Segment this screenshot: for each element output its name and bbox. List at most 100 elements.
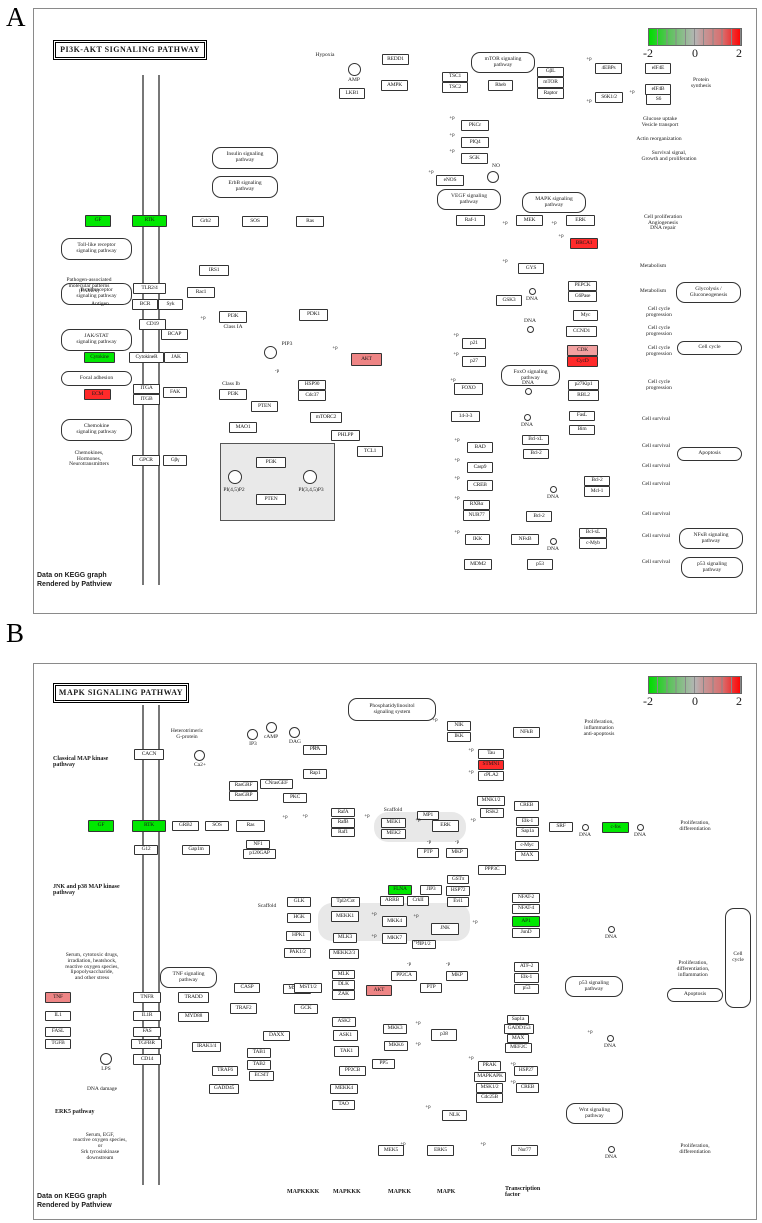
node-gpcr[interactable]: GPCR — [132, 455, 160, 466]
node-fasl[interactable]: FASL — [45, 1027, 71, 1037]
node-glk[interactable]: GLK — [287, 897, 311, 907]
node-fas[interactable]: FAS — [133, 1027, 161, 1037]
node-grb2[interactable]: Grb2 — [192, 216, 219, 227]
node-nur77[interactable]: Nur77 — [511, 1145, 538, 1156]
node-cdc25b[interactable]: Cdc25B — [476, 1093, 503, 1103]
node-erk[interactable]: ERK — [432, 820, 459, 832]
node-arrb[interactable]: ARRB — [380, 896, 404, 906]
node-apoptosis[interactable]: Apoptosis — [677, 447, 742, 461]
node-toll-like-receptor-signaling-pathway[interactable]: Toll-like receptor signaling pathway — [61, 238, 132, 260]
node-bim[interactable]: Bim — [569, 425, 595, 435]
node-rbl2[interactable]: RBL2 — [568, 390, 599, 401]
node-tsc1[interactable]: TSC1 — [442, 72, 468, 82]
node-grb2[interactable]: GRB2 — [172, 821, 199, 831]
node-lkb1[interactable]: LKB1 — [339, 88, 365, 99]
node-g6pase[interactable]: G6Pase — [568, 291, 597, 302]
node-s6[interactable]: S6 — [646, 94, 671, 105]
node-tau[interactable]: Tau — [478, 749, 504, 759]
node-chemokine-signaling-pathway[interactable]: Chemokine signaling pathway — [61, 419, 132, 441]
node-jnk[interactable]: JNK — [431, 923, 459, 935]
node-p120gap[interactable]: p120GAP — [243, 849, 276, 859]
node-rxr[interactable]: RXRα — [463, 500, 490, 510]
node-gck[interactable]: GCK — [294, 1004, 318, 1014]
node-nur77[interactable]: NUR77 — [463, 510, 490, 521]
node-pi3k[interactable]: PI3K — [219, 389, 247, 400]
node-traf6[interactable]: TRAF6 — [212, 1066, 238, 1076]
node-pi3k[interactable]: PI3K — [219, 311, 247, 323]
node-mkp[interactable]: MKP — [446, 971, 468, 981]
node-gsk3[interactable]: GSK3 — [496, 295, 522, 306]
node-wnt-signaling-pathway[interactable]: Wnt signaling pathway — [566, 1103, 623, 1124]
node-piq4[interactable]: PIQ4 — [461, 137, 489, 148]
node-4ebps[interactable]: 4EBPs — [595, 63, 622, 74]
node-raf-1[interactable]: Raf-1 — [456, 215, 485, 226]
node-mst1-2[interactable]: MST1/2 — [294, 983, 322, 993]
node-foxo[interactable]: FOXO — [454, 383, 483, 395]
node-vegf-signaling-pathway[interactable]: VEGF signaling pathway — [437, 189, 501, 210]
node-pi3k-akt-signaling-pathway[interactable]: PI3K-AKT SIGNALING PATHWAY — [53, 40, 207, 60]
node-mlk3[interactable]: MLK3 — [333, 933, 357, 943]
node-mek1[interactable]: MEK1 — [381, 818, 406, 828]
node-tcl1[interactable]: TCL1 — [357, 446, 383, 457]
node-tradd[interactable]: TRADD — [178, 992, 209, 1003]
node-insulin-signaling-pathway[interactable]: Insulin signaling pathway — [212, 147, 278, 169]
node-mtor[interactable]: mTOR — [537, 77, 564, 88]
node-tgfbr[interactable]: TGFBR — [131, 1039, 162, 1049]
node-ecm[interactable]: ECM — [84, 389, 111, 400]
node-tak1[interactable]: TAK1 — [334, 1046, 359, 1057]
node-rasgrp[interactable]: RasGRP — [229, 791, 258, 801]
node-hgk[interactable]: HGK — [287, 913, 311, 923]
node-nik[interactable]: NIK — [447, 721, 471, 731]
node-phosphatidylinositol-signaling-system[interactable]: Phosphatidylinositol signaling system — [348, 698, 436, 721]
node-syk[interactable]: Syk — [158, 299, 183, 310]
node-ccnd1[interactable]: CCND1 — [566, 326, 597, 337]
node-g-l[interactable]: GβL — [537, 67, 564, 77]
node-akt[interactable]: AKT — [366, 985, 392, 996]
node-bcr[interactable]: BCR — [132, 299, 158, 310]
node-14-3-3[interactable]: 14-3-3 — [451, 411, 480, 422]
node-traf2[interactable]: TRAF2 — [230, 1003, 257, 1014]
node-p53[interactable]: p53 — [514, 984, 539, 994]
node-mapk-signaling-pathway[interactable]: MAPK signaling pathway — [522, 192, 586, 213]
node-cell-cycle[interactable]: Cell cycle — [677, 341, 742, 355]
node-il1[interactable]: IL1 — [45, 1011, 71, 1021]
node-cacn[interactable]: CACN — [134, 749, 164, 760]
node-itgb[interactable]: ITGB — [133, 394, 160, 405]
node-mcl-1[interactable]: Mcl-1 — [584, 486, 610, 497]
node-crkii[interactable]: CrkII — [407, 896, 429, 906]
node-rheb[interactable]: Rheb — [488, 80, 513, 91]
node-gys[interactable]: GYS — [518, 263, 544, 274]
node-jip1-2[interactable]: JIP1/2 — [412, 940, 436, 949]
node-brca1[interactable]: BRCA1 — [570, 238, 598, 249]
node-sos[interactable]: SOS — [205, 821, 229, 831]
node-fak[interactable]: FAK — [163, 387, 187, 398]
node-cycd[interactable]: CycD — [567, 356, 598, 367]
node-mtor-signaling-pathway[interactable]: mTOR signaling pathway — [471, 52, 535, 73]
node-creb[interactable]: CREB — [514, 801, 539, 811]
node-ecsit[interactable]: ECSIT — [249, 1071, 274, 1081]
node-rac1[interactable]: Rac1 — [187, 287, 215, 298]
node-mek2[interactable]: MEK2 — [381, 829, 406, 839]
node-elk-1[interactable]: Elk-1 — [516, 817, 539, 826]
node-msk1-2[interactable]: MSK1/2 — [476, 1083, 503, 1093]
node-cytokine[interactable]: Cytokine — [84, 352, 115, 363]
node-mef2c[interactable]: MEF2C — [505, 1043, 532, 1053]
node-rtk[interactable]: RTK — [132, 215, 167, 227]
node-redd1[interactable]: REDD1 — [382, 54, 409, 65]
node-pak1-2[interactable]: PAK1/2 — [284, 948, 311, 958]
node-rasgrf[interactable]: RasGRF — [229, 781, 258, 791]
node-pten[interactable]: PTEN — [251, 401, 278, 412]
node-tab1[interactable]: TAB1 — [247, 1048, 271, 1058]
node-nfat-4[interactable]: NFAT-4 — [512, 904, 540, 914]
node-nf-b[interactable]: NFκB — [511, 534, 539, 545]
node-irs1[interactable]: IRS1 — [199, 265, 229, 276]
node-tao[interactable]: TAO — [332, 1100, 355, 1110]
node-prak[interactable]: PRAK — [478, 1061, 501, 1071]
node-mkk6[interactable]: MKK6 — [384, 1041, 408, 1051]
node-cnrasgef[interactable]: CNrasGEF — [260, 779, 293, 789]
node-ptp[interactable]: PTP — [417, 848, 439, 858]
node-mkp[interactable]: MKP — [446, 848, 468, 858]
node-jak[interactable]: JAK — [164, 352, 188, 363]
node-rsk2[interactable]: RSK2 — [480, 808, 504, 818]
node-cd14[interactable]: CD14 — [133, 1054, 161, 1065]
